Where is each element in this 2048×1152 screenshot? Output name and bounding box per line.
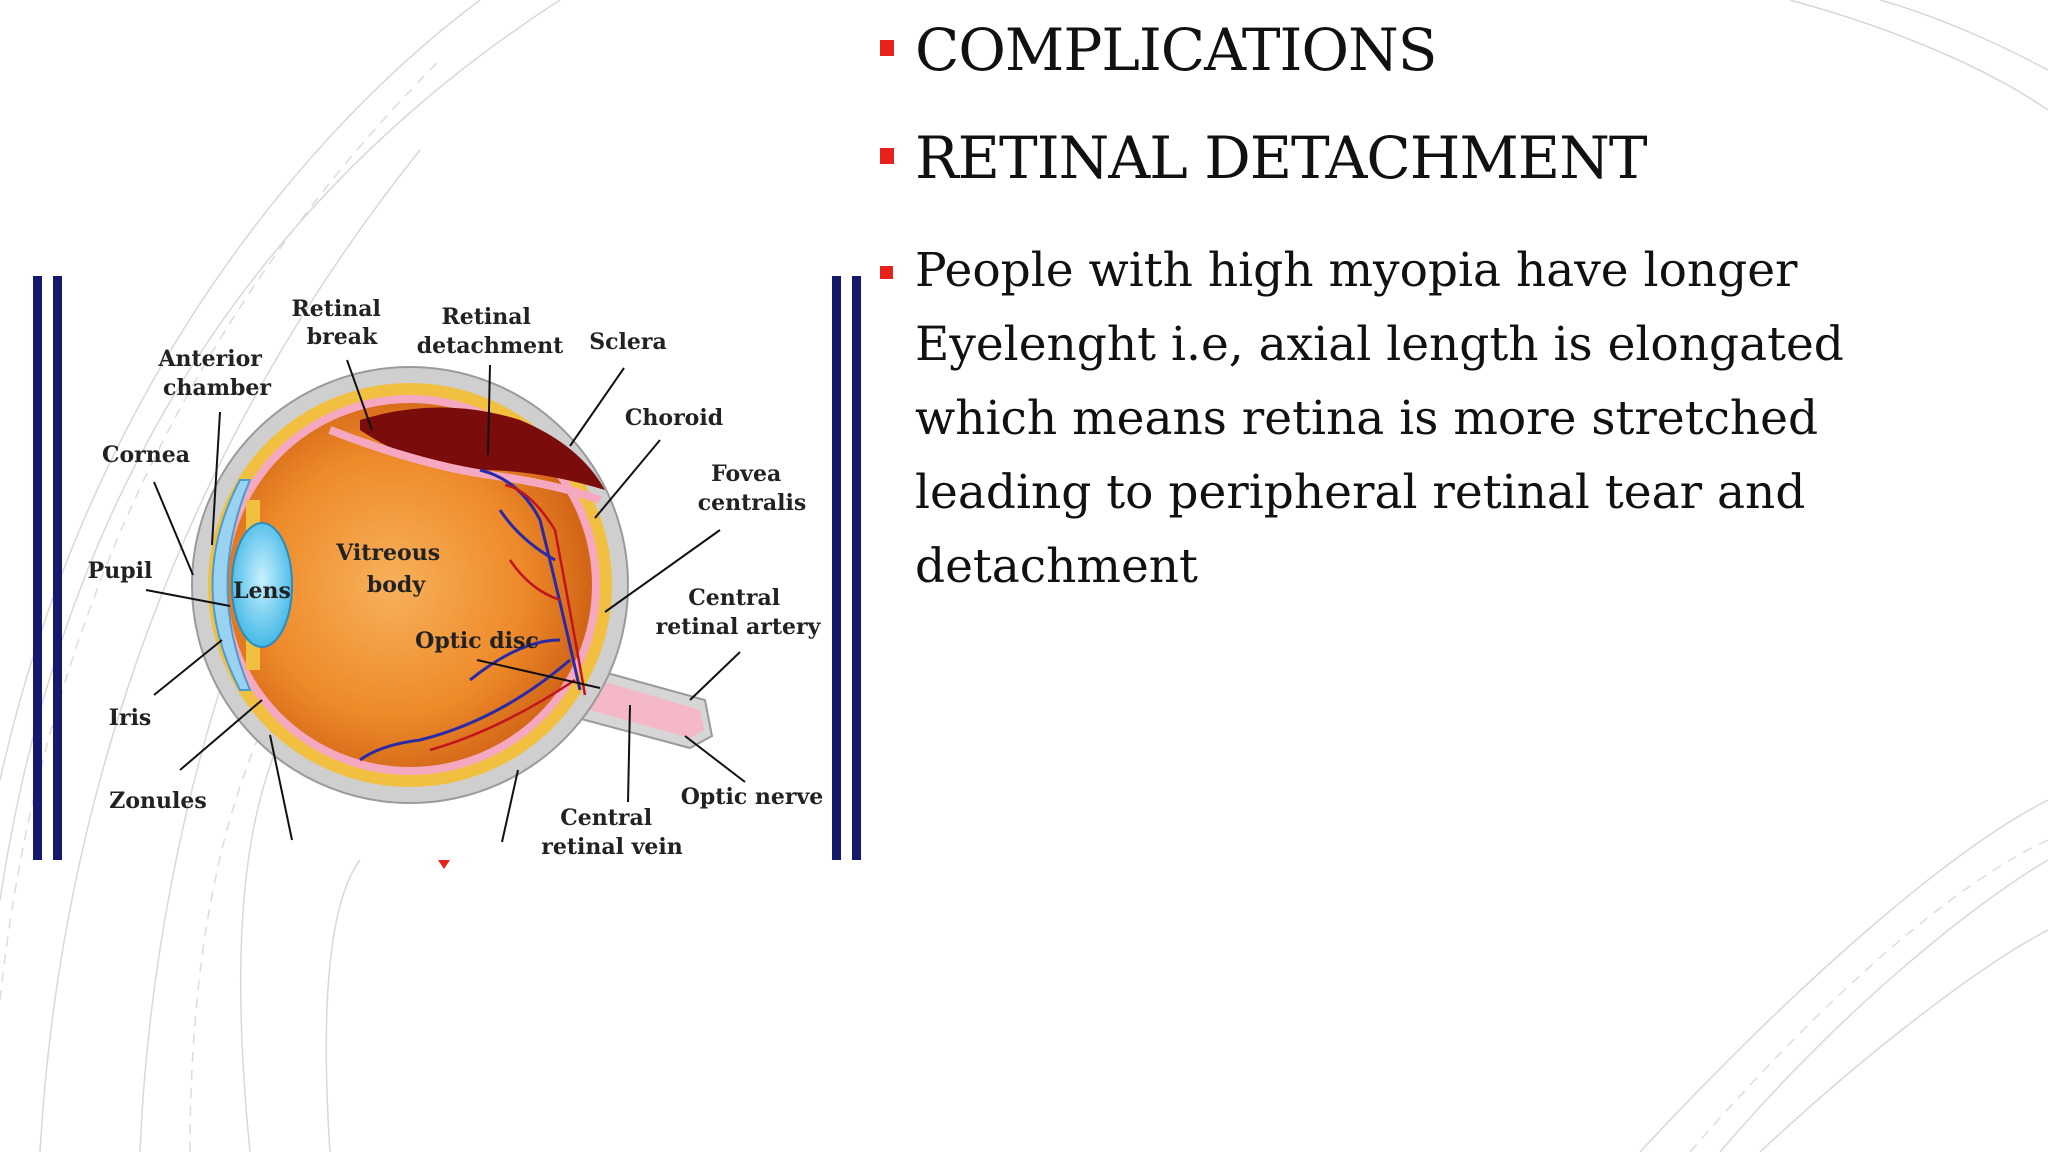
bullet-complications: COMPLICATIONS [880, 14, 2000, 122]
bullet-text: RETINAL DETACHMENT [915, 124, 1648, 192]
bullet-description: People with high myopia have longer Eyel… [880, 234, 2000, 604]
bullet-marker [880, 266, 893, 279]
bullet-text: People with high myopia have longer Eyel… [915, 243, 1844, 594]
bullet-text: COMPLICATIONS [915, 16, 1437, 84]
bullet-marker [880, 40, 894, 56]
bullet-list: COMPLICATIONS RETINAL DETACHMENT People … [880, 14, 2000, 604]
bullet-retinal-detachment: RETINAL DETACHMENT [880, 122, 2000, 230]
bullet-marker [880, 148, 894, 164]
